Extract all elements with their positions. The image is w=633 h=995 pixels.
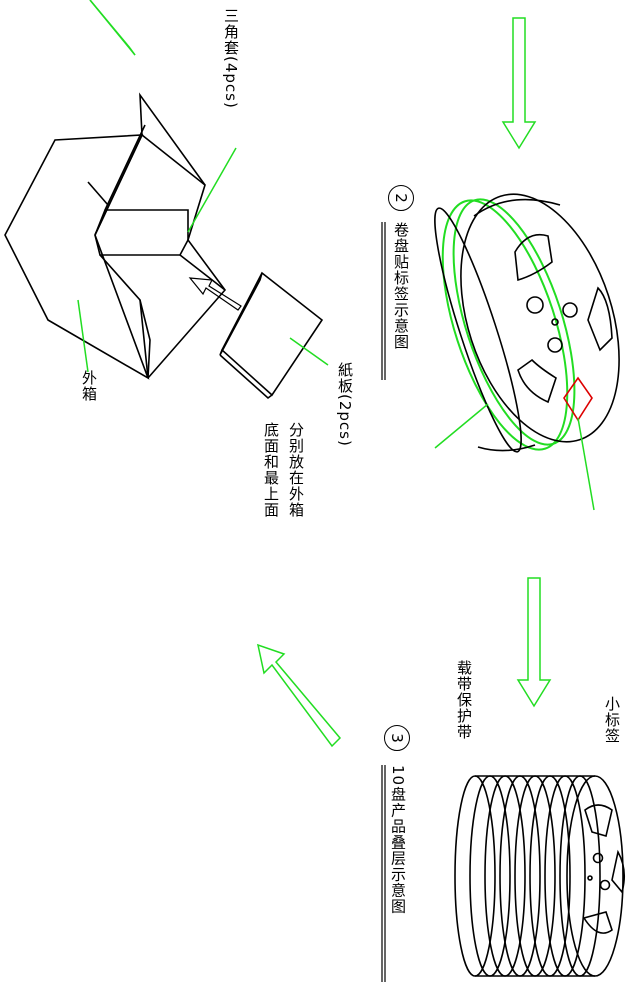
board-note-line1: 分别放在外箱 bbox=[287, 422, 305, 518]
reel-drawing bbox=[434, 193, 620, 453]
step3-number-circle: 3 bbox=[384, 725, 410, 751]
step2-number: 2 bbox=[391, 193, 410, 203]
outer-box-label: 外箱 bbox=[80, 370, 98, 402]
box-leader-lines bbox=[77, 0, 237, 373]
board-note-line2: 底面和最上面 bbox=[262, 422, 280, 518]
flow-arrow-3 bbox=[256, 643, 342, 748]
step3-title: 10盘产品叠层示意图 bbox=[389, 765, 407, 915]
carrier-tape-label: 载带保护带 bbox=[455, 660, 473, 740]
board-insert-arrow bbox=[188, 277, 242, 311]
flow-arrow-2 bbox=[516, 577, 552, 708]
board-leader-line bbox=[289, 337, 329, 366]
paper-board-drawing bbox=[219, 271, 324, 400]
label-marker bbox=[563, 376, 593, 422]
step2-number-circle: 2 bbox=[388, 185, 414, 211]
flow-arrow-1 bbox=[501, 17, 537, 150]
title-underlines bbox=[381, 222, 386, 982]
step2-title: 卷盘贴标签示意图 bbox=[392, 222, 410, 350]
step3-number: 3 bbox=[387, 733, 406, 743]
triangle-sleeve-label: 三角套(4pcs) bbox=[222, 8, 240, 109]
reel-leader-lines bbox=[434, 403, 595, 511]
outer-box-drawing bbox=[4, 92, 227, 380]
stacked-reels-drawing bbox=[454, 775, 626, 977]
board-label: 紙板(2pcs) bbox=[336, 362, 354, 447]
small-label-label: 小标签 bbox=[603, 696, 621, 744]
flow-arrows bbox=[256, 17, 552, 748]
